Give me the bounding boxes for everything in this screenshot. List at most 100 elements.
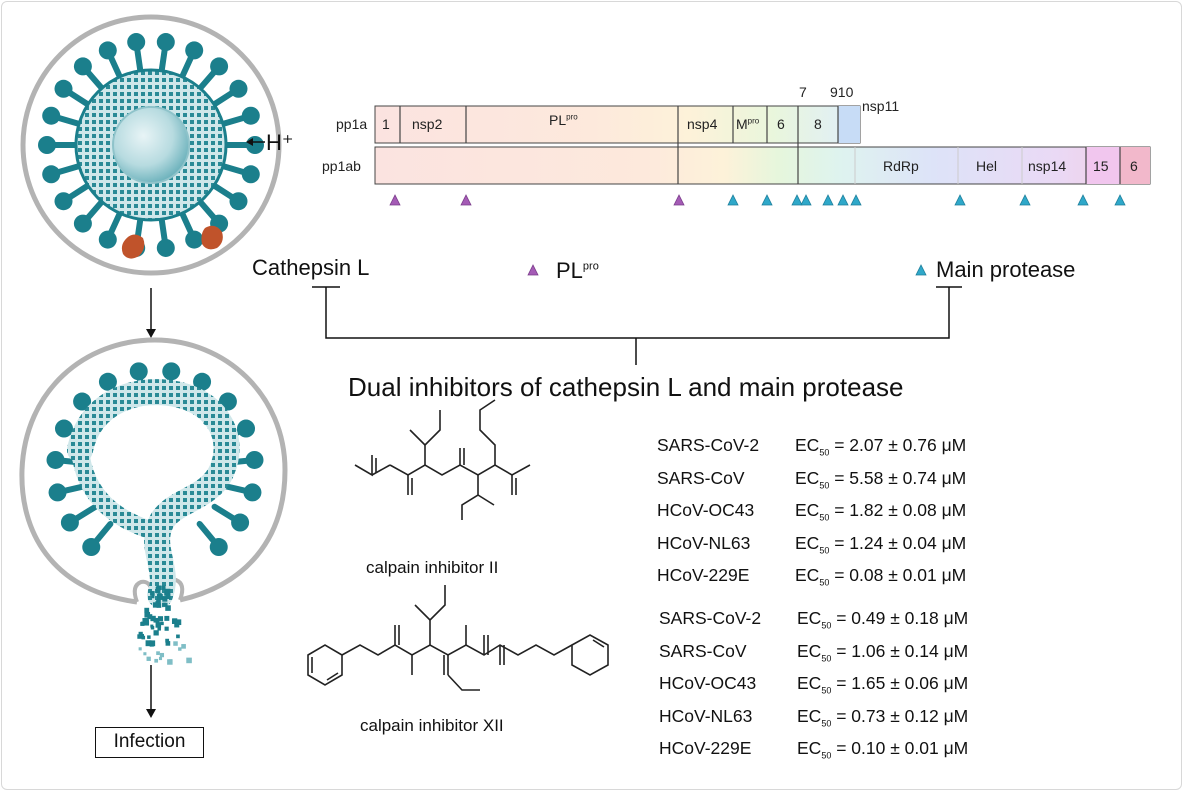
bracket-connector [312, 286, 962, 365]
fusing-virus [19, 337, 288, 665]
genome-fragment [181, 644, 186, 649]
genome-fragment [158, 656, 163, 661]
genome-fragment [157, 627, 161, 631]
receptor [201, 225, 223, 250]
genome-fragment [149, 640, 156, 647]
legend-plpro: PLpro [556, 258, 599, 283]
genome-fragment [162, 602, 166, 607]
segment-nsp15: 15 [1093, 158, 1109, 174]
genome-fragment [151, 595, 155, 599]
genome-fragment [157, 593, 162, 598]
segment-nsp8: 8 [814, 116, 822, 132]
spike-protein [177, 207, 204, 249]
spike-protein [98, 41, 125, 83]
spike-proteins [38, 33, 264, 257]
segment-nsp1: 1 [382, 116, 390, 132]
mpro-cleavage-marker [761, 194, 773, 206]
cell-membrane [20, 14, 282, 276]
cleavage-site-markers [389, 194, 1126, 206]
genome-fragment [178, 647, 182, 651]
segment-nsp11: nsp11 [862, 98, 900, 114]
plpro-cleavage-marker [673, 194, 685, 206]
spike-protein [220, 136, 264, 154]
spike-protein [98, 207, 125, 249]
mpro-cleavage-marker [791, 194, 803, 206]
segment-nsp4: nsp4 [687, 116, 718, 132]
genome-fragment [172, 618, 178, 624]
genome-fragment [161, 585, 166, 590]
spike-protein [127, 33, 146, 77]
genome-fragment [173, 641, 178, 646]
figure-title: Dual inhibitors of cathepsin L and main … [348, 372, 904, 402]
calpain-inhibitor-xii-structure [307, 585, 609, 691]
mpro-cleavage-marker [1077, 194, 1089, 206]
genome-fragment [138, 631, 143, 637]
segment-nsp16: 6 [1130, 158, 1138, 174]
genome-fragment [164, 615, 170, 621]
genome-fragment [165, 594, 171, 600]
genome-fragment [168, 659, 173, 663]
segment-nsp2: nsp2 [412, 116, 443, 132]
genome-fragment [150, 591, 155, 595]
genome-fragment [175, 619, 182, 626]
genome-fragment [165, 638, 170, 643]
spike-protein [54, 180, 94, 211]
spike-protein [42, 106, 85, 128]
genome-fragment [147, 614, 153, 620]
genome-fragment [150, 615, 156, 622]
pp1a-label: pp1a [336, 116, 368, 132]
genome-fragment [152, 602, 159, 608]
spike-protein [38, 136, 82, 154]
pp1ab-label: pp1ab [322, 158, 361, 174]
compound-name-xii: calpain inhibitor XII [360, 716, 504, 735]
spike-protein [82, 520, 114, 557]
segment-nsp14: nsp14 [1028, 158, 1067, 174]
genome-fragment [156, 651, 160, 656]
polyprotein-diagram [374, 105, 1151, 206]
segment-nsp9-10: 910 [830, 84, 854, 100]
calpain-inhibitor-ii-structure [354, 399, 531, 520]
mpro-cleavage-marker [954, 194, 966, 206]
genome-fragment [141, 635, 146, 640]
genome-fragment [155, 622, 162, 628]
spike-protein [73, 196, 107, 233]
segment-plpro: PLpro [549, 112, 578, 128]
genome-fragment [156, 588, 161, 594]
mpro-cleavage-marker [837, 194, 849, 206]
spike-protein [156, 33, 175, 77]
mpro-cleavage-marker [800, 194, 812, 206]
spike-protein [217, 106, 260, 128]
spike-protein [195, 57, 229, 94]
plpro-cleavage-marker [389, 194, 401, 206]
genome-fragment [145, 640, 152, 647]
genome-fragment [156, 585, 162, 591]
genome-fragment [160, 621, 164, 626]
segment-rdrp: RdRp [883, 158, 919, 174]
genome-fragment [144, 607, 150, 613]
spike-protein [208, 79, 248, 110]
cell-membrane-fusion [19, 337, 288, 605]
genome-fragment [147, 635, 151, 639]
legend-main-protease: Main protease [936, 257, 1076, 282]
spike-protein [60, 503, 99, 532]
mpro-cleavage-marker [1114, 194, 1126, 206]
plpro-cleavage-marker [460, 194, 472, 206]
infection-box: Infection [95, 727, 204, 758]
spike-protein [220, 482, 262, 502]
genome-fragment [144, 611, 151, 618]
plpro-marker-icon [527, 264, 539, 276]
